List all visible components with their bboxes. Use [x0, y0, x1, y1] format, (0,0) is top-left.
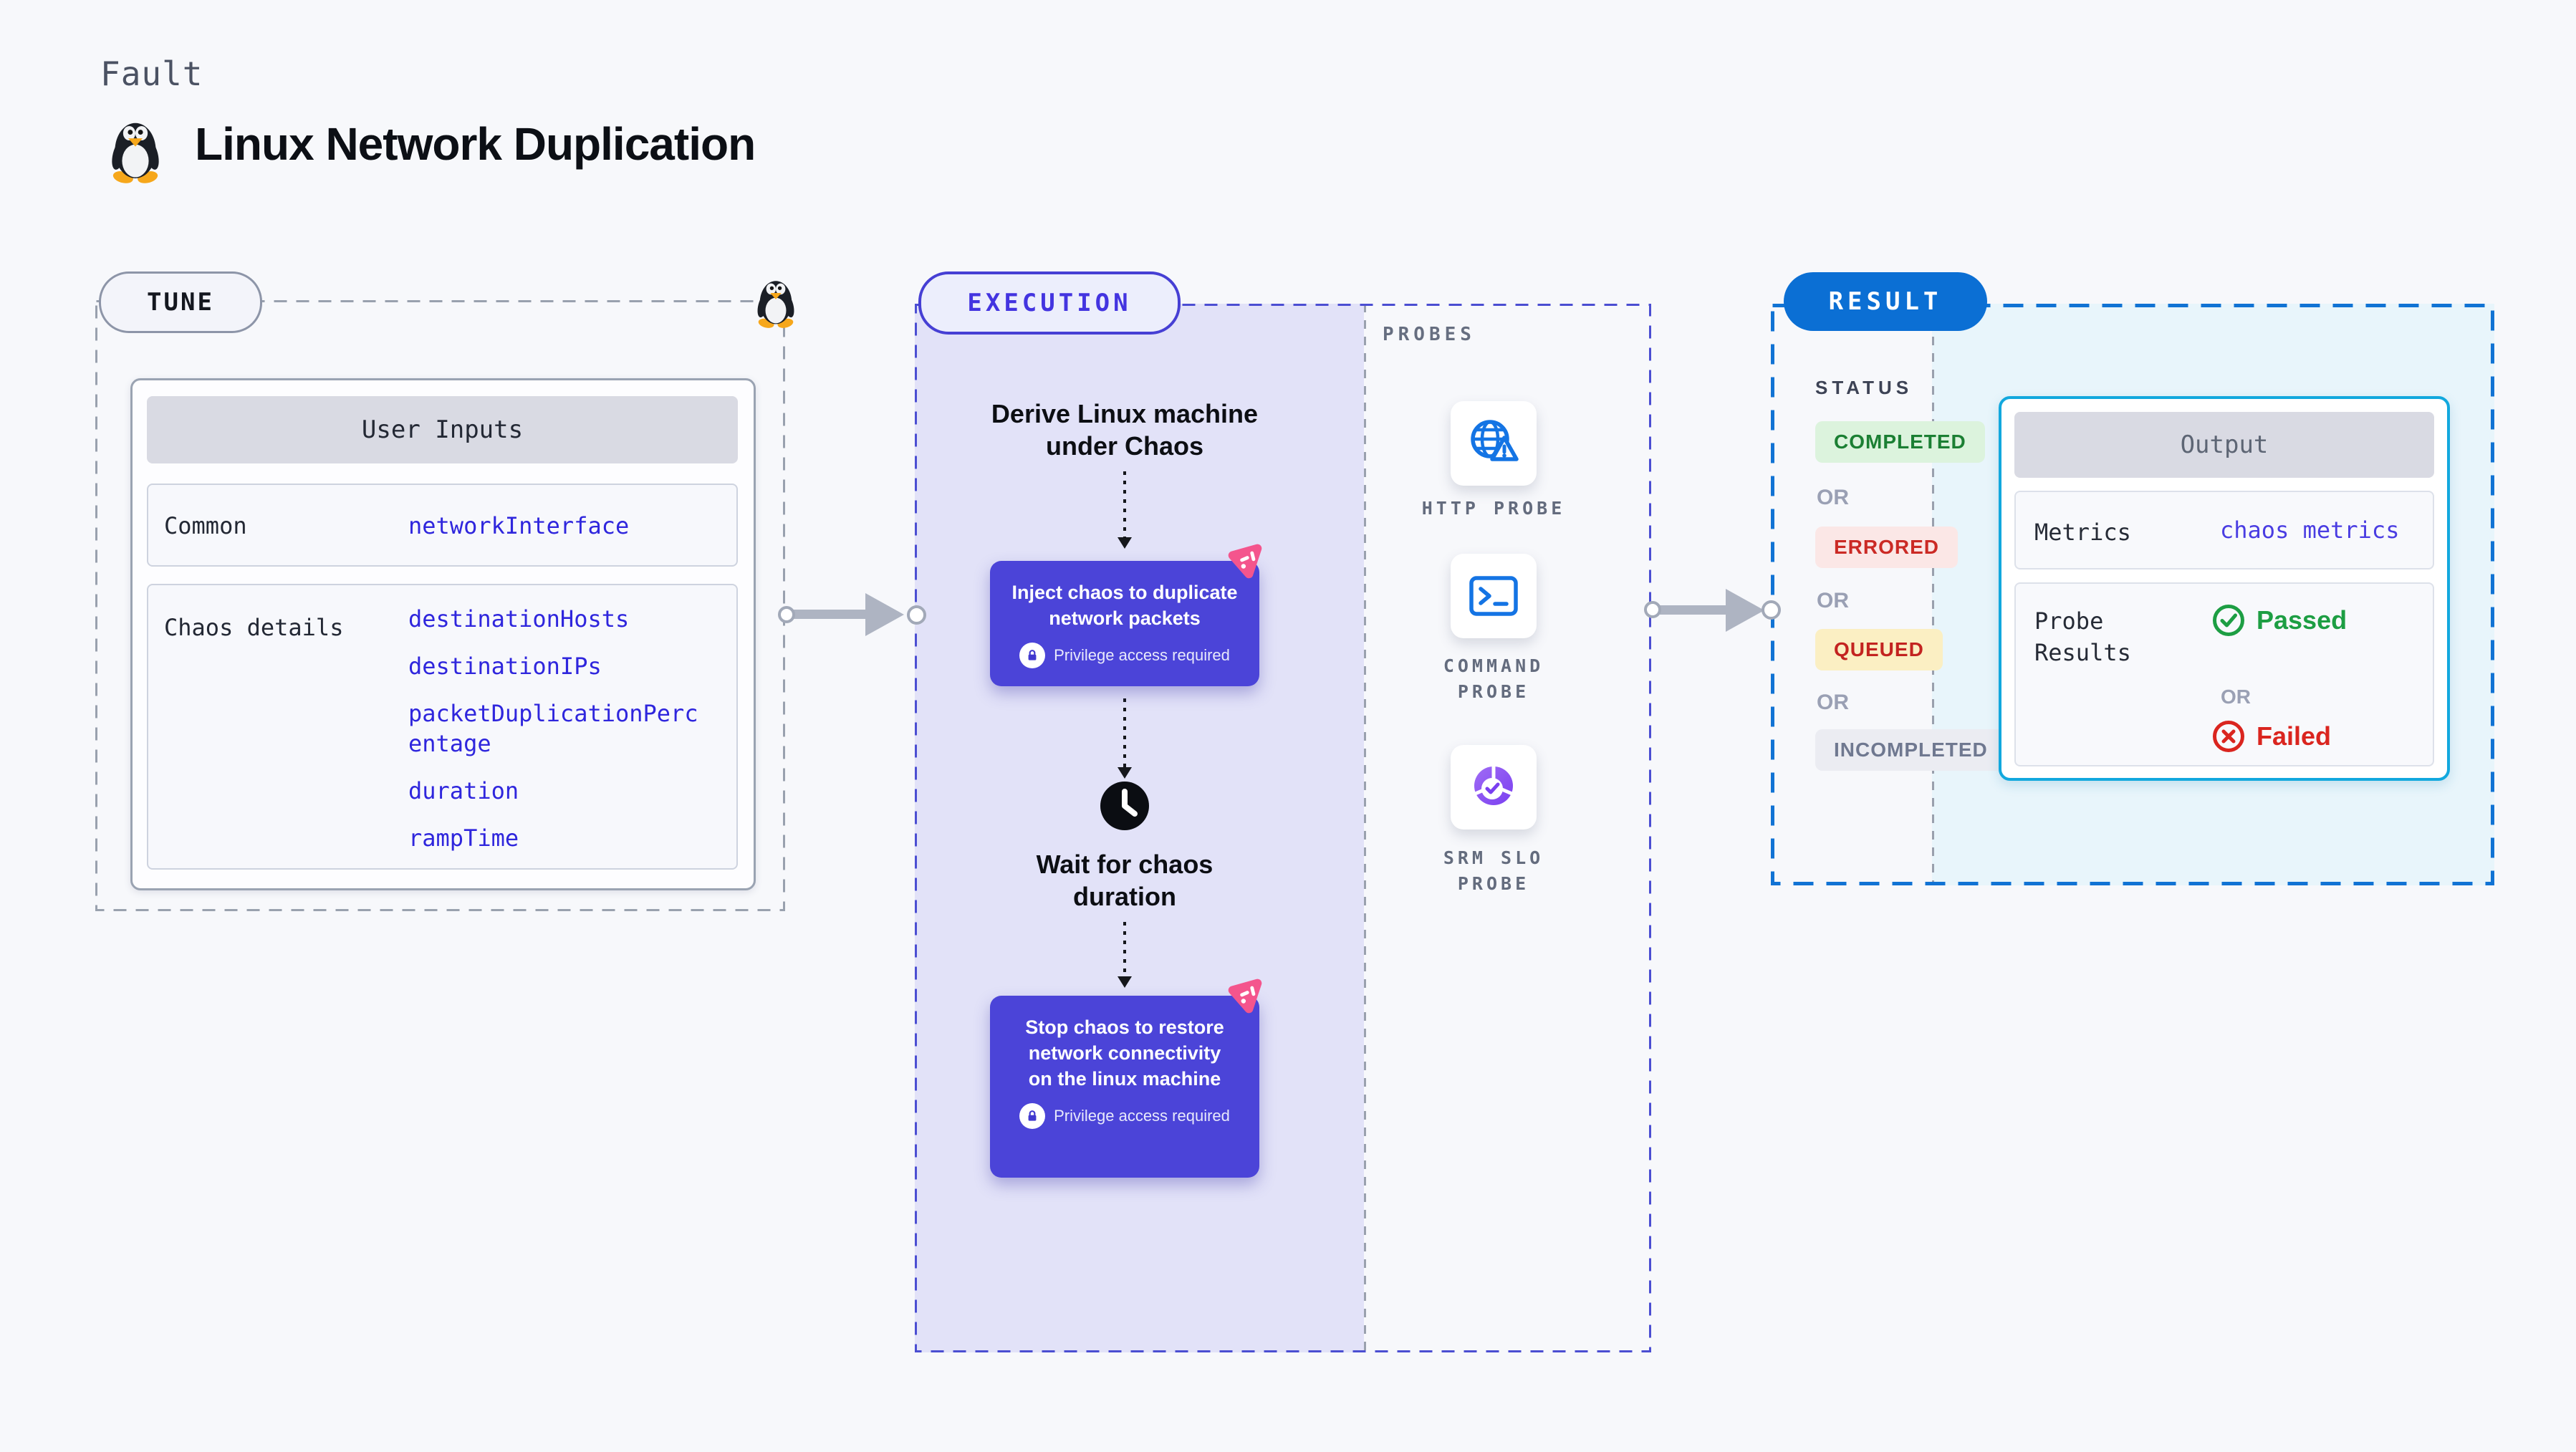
clock-icon: [1100, 782, 1149, 830]
tune-to-execution-arrowhead: [865, 593, 904, 636]
status-heading: STATUS: [1815, 377, 1913, 398]
x-circle-icon: [2213, 721, 2244, 752]
wait-step-text: Wait for chaos duration: [1036, 850, 1213, 911]
status-badge-incompleted: INCOMPLETED: [1815, 729, 2007, 771]
chaos-details-row: Chaos details destinationHosts destinati…: [147, 584, 738, 870]
flow-arrowhead: [1118, 537, 1132, 549]
chaos-details-values: destinationHosts destinationIPs packetDu…: [408, 604, 702, 870]
chaos-value-item: duration: [408, 777, 519, 804]
page-title: Linux Network Duplication: [195, 118, 756, 170]
http-probe-label: HTTP PROBE: [1421, 498, 1566, 519]
failed-result: Failed: [2212, 720, 2331, 753]
user-inputs-card: User Inputs Common networkInterface Chao…: [130, 378, 756, 890]
globe-alert-icon: [1471, 420, 1519, 461]
execution-probes-divider: [1364, 304, 1366, 1352]
privilege-note: Privilege access required: [1054, 1107, 1230, 1125]
output-header-label: Output: [2180, 431, 2269, 459]
derive-step-text: Derive Linux machine under Chaos: [991, 399, 1259, 461]
passed-result: Passed: [2212, 604, 2347, 637]
probes-to-result-arrowhead: [1726, 589, 1764, 632]
slo-pie-icon: [1473, 764, 1514, 805]
tune-connector-dot: [778, 606, 795, 623]
or-separator: OR: [2221, 686, 2251, 708]
execution-pill-label: EXECUTION: [967, 289, 1132, 317]
result-pill: RESULT: [1784, 272, 1987, 331]
lock-icon: [1019, 1103, 1046, 1129]
execution-section: [915, 304, 1651, 1352]
metrics-label: Metrics: [2034, 519, 2131, 546]
srm-slo-probe-card: [1451, 745, 1537, 830]
chaos-value-item: rampTime: [408, 824, 519, 852]
privilege-note: Privilege access required: [1054, 646, 1230, 664]
failed-label: Failed: [2257, 721, 2332, 751]
or-separator: OR: [1817, 691, 1849, 714]
metrics-row: Metrics chaos metrics: [2014, 491, 2434, 569]
tune-pill-label: TUNE: [147, 288, 214, 317]
status-badge-completed: COMPLETED: [1815, 421, 1985, 463]
check-circle-icon: [2213, 605, 2244, 636]
lock-icon: [1019, 643, 1046, 668]
srm-slo-probe-label: SRM SLO PROBE: [1443, 847, 1544, 894]
common-row: Common networkInterface: [147, 484, 738, 567]
terminal-icon: [1469, 576, 1518, 616]
status-output-divider: [1932, 304, 1934, 885]
user-inputs-header-label: User Inputs: [361, 415, 524, 444]
passed-label: Passed: [2257, 605, 2347, 635]
common-label: Common: [164, 512, 247, 539]
result-connector-dot: [1762, 600, 1781, 620]
chaos-experiment-icon: [1228, 544, 1262, 579]
status-badge-errored: ERRORED: [1815, 527, 1959, 568]
privilege-row: Privilege access required: [990, 1103, 1259, 1129]
chaos-details-label: Chaos details: [164, 614, 344, 641]
probe-results-row: Probe Results Passed OR Failed: [2014, 582, 2434, 766]
common-value: networkInterface: [408, 512, 630, 539]
chaos-value-item: destinationIPs: [408, 653, 602, 680]
chaos-value-item: destinationHosts: [408, 605, 630, 633]
or-separator: OR: [1817, 589, 1849, 612]
result-pill-label: RESULT: [1828, 287, 1943, 316]
probes-heading: PROBES: [1383, 324, 1476, 345]
tux-penguin-icon-small: [757, 281, 794, 328]
flow-arrow-down: [1123, 698, 1126, 767]
tune-to-execution-arrow: [792, 610, 867, 619]
fault-eyebrow-label: Fault: [100, 54, 203, 93]
stop-chaos-text: Stop chaos to restore network connectivi…: [1025, 1016, 1224, 1090]
command-probe-label: COMMAND PROBE: [1443, 655, 1544, 702]
inject-chaos-step: Inject chaos to duplicate network packet…: [990, 561, 1259, 686]
probe-results-label: Probe Results: [2034, 607, 2131, 666]
command-probe-card: [1451, 554, 1537, 638]
execution-connector-dot: [907, 605, 926, 625]
output-header: Output: [2014, 412, 2434, 478]
flow-arrowhead: [1118, 767, 1132, 779]
or-separator: OR: [1817, 486, 1849, 509]
chaos-value-item: packetDuplicationPercentage: [408, 700, 698, 757]
probes-to-result-arrow: [1660, 605, 1729, 615]
tux-penguin-icon: [112, 122, 159, 183]
status-badge-queued: QUEUED: [1815, 629, 1943, 670]
output-card: Output Metrics chaos metrics Probe Resul…: [1999, 396, 2450, 781]
execution-pill: EXECUTION: [918, 271, 1181, 335]
probes-connector-dot: [1644, 601, 1661, 618]
chaos-experiment-icon: [1228, 979, 1262, 1014]
flow-arrow-down: [1123, 922, 1126, 976]
stop-chaos-step: Stop chaos to restore network connectivi…: [990, 996, 1259, 1178]
http-probe-card: [1451, 401, 1537, 486]
inject-chaos-text: Inject chaos to duplicate network packet…: [1011, 582, 1238, 629]
metrics-value: chaos metrics: [2220, 516, 2400, 544]
flow-arrowhead: [1118, 976, 1132, 988]
tune-pill: TUNE: [99, 271, 262, 333]
flow-arrow-down: [1123, 471, 1126, 537]
privilege-row: Privilege access required: [990, 643, 1259, 668]
user-inputs-header: User Inputs: [147, 396, 738, 463]
